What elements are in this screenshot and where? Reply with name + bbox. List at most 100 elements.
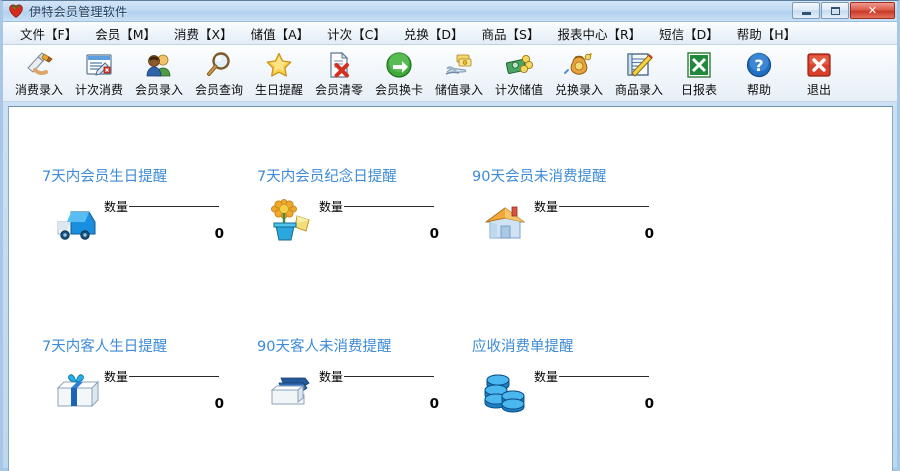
- reminder-panel-member-inactive-90d[interactable]: 90天会员未消费提醒 数量 0: [472, 165, 687, 335]
- panel-field-value: 0: [644, 396, 654, 412]
- toolbar-label: 储值录入: [434, 83, 483, 97]
- menu-report-center[interactable]: 报表中心【R】: [557, 26, 642, 42]
- menu-member[interactable]: 会员【M】: [95, 26, 156, 42]
- toolbar-button-goods-entry[interactable]: 商品录入: [609, 47, 669, 101]
- field-underline: [344, 206, 435, 207]
- toolbar-button-birthday-reminder[interactable]: 生日提醒: [249, 47, 309, 101]
- toolbar-label: 会员换卡: [374, 83, 423, 97]
- reminder-panel-grid: 7天内会员生日提醒: [9, 107, 892, 471]
- title-bar: 伊特会员管理软件 ✕: [3, 1, 897, 22]
- flower-pot-icon: [267, 198, 313, 244]
- menu-bar: 文件【F】 会员【M】 消费【X】 储值【A】 计次【C】 兑换【D】 商品【S…: [3, 22, 897, 45]
- toolbar-button-stored-value-entry[interactable]: 储值录入: [429, 47, 489, 101]
- mdi-client-area: 7天内会员生日提醒: [8, 106, 893, 471]
- toolbar-button-help[interactable]: ? 帮助: [729, 47, 789, 101]
- svg-text:?: ?: [754, 56, 763, 75]
- panel-field-label: 数量: [534, 200, 559, 214]
- money-coins-icon: [504, 50, 534, 80]
- toolbar-button-member-entry[interactable]: 会员录入: [129, 47, 189, 101]
- toolbar-label: 生日提醒: [254, 83, 303, 97]
- toolbar-label: 计次储值: [494, 83, 543, 97]
- toolbar-label: 会员查询: [194, 83, 243, 97]
- house-icon: [482, 198, 528, 244]
- field-underline: [559, 376, 650, 377]
- two-users-icon: [144, 50, 174, 80]
- gift-box-icon: [52, 368, 100, 414]
- field-underline: [344, 376, 435, 377]
- toolbar-button-daily-report[interactable]: 日报表: [669, 47, 729, 101]
- toolbar-label: 会员清零: [314, 83, 363, 97]
- menu-file[interactable]: 文件【F】: [20, 26, 78, 42]
- coin-stack-icon: [482, 368, 528, 414]
- toolbar-label: 帮助: [746, 83, 771, 97]
- panel-title: 应收消费单提醒: [472, 339, 574, 355]
- panel-field-value: 0: [214, 396, 224, 412]
- panel-title: 7天内会员纪念日提醒: [257, 169, 397, 185]
- money-hand-icon: [444, 50, 474, 80]
- toolbar-label: 日报表: [680, 83, 717, 97]
- menu-goods[interactable]: 商品【S】: [481, 26, 540, 42]
- money-bag-icon: [564, 50, 594, 80]
- form-edit-icon: [84, 50, 114, 80]
- page-delete-icon: [324, 50, 354, 80]
- close-button[interactable]: ✕: [850, 2, 895, 19]
- panel-field-value: 0: [429, 396, 439, 412]
- panel-field-label: 数量: [319, 370, 344, 384]
- menu-count[interactable]: 计次【C】: [327, 26, 386, 42]
- menu-exchange[interactable]: 兑换【D】: [403, 26, 464, 42]
- panel-title: 90天客人未消费提醒: [257, 339, 392, 355]
- toolbar-button-member-card-change[interactable]: 会员换卡: [369, 47, 429, 101]
- panel-title: 7天内客人生日提醒: [42, 339, 168, 355]
- reminder-panel-receivable-orders[interactable]: 应收消费单提醒: [472, 335, 687, 471]
- reminder-panel-guest-inactive-90d[interactable]: 90天客人未消费提醒 数量 0: [257, 335, 472, 471]
- reminder-panel-member-anniversary-7d[interactable]: 7天内会员纪念日提醒: [257, 165, 472, 335]
- menu-stored-value[interactable]: 储值【A】: [250, 26, 310, 42]
- panel-title: 90天会员未消费提醒: [472, 169, 607, 185]
- menu-help[interactable]: 帮助【H】: [736, 26, 797, 42]
- stacked-boxes-icon: [267, 368, 313, 414]
- window-title: 伊特会员管理软件: [29, 4, 128, 19]
- blue-truck-icon: [52, 198, 98, 244]
- panel-title: 7天内会员生日提醒: [42, 169, 168, 185]
- minimize-button[interactable]: [792, 2, 820, 19]
- field-underline: [129, 206, 220, 207]
- panel-field-label: 数量: [104, 370, 129, 384]
- toolbar-label: 计次消费: [74, 83, 123, 97]
- toolbar: 消费录入 计次消费: [3, 45, 897, 102]
- toolbar-button-exit[interactable]: 退出: [789, 47, 849, 101]
- panel-field-value: 0: [644, 226, 654, 242]
- reminder-panel-member-birthday-7d[interactable]: 7天内会员生日提醒: [42, 165, 257, 335]
- field-underline: [559, 206, 650, 207]
- toolbar-button-consume-entry[interactable]: 消费录入: [9, 47, 69, 101]
- toolbar-label: 兑换录入: [554, 83, 603, 97]
- heart-icon: [8, 3, 24, 19]
- panel-field-label: 数量: [104, 200, 129, 214]
- magnifier-icon: [204, 50, 234, 80]
- toolbar-button-member-query[interactable]: 会员查询: [189, 47, 249, 101]
- toolbar-label: 消费录入: [14, 83, 63, 97]
- green-arrow-right-icon: [384, 50, 414, 80]
- panel-field-label: 数量: [319, 200, 344, 214]
- window-controls: ✕: [792, 2, 895, 19]
- menu-consume[interactable]: 消费【X】: [174, 26, 233, 42]
- toolbar-button-exchange-entry[interactable]: 兑换录入: [549, 47, 609, 101]
- toolbar-label: 退出: [806, 83, 831, 97]
- reminder-panel-guest-birthday-7d[interactable]: 7天内客人生日提醒 数量 0: [42, 335, 257, 471]
- field-underline: [129, 376, 220, 377]
- excel-icon: [684, 50, 714, 80]
- pencil-paper-icon: [24, 50, 54, 80]
- question-help-icon: ?: [744, 50, 774, 80]
- red-x-exit-icon: [804, 50, 834, 80]
- panel-field-label: 数量: [534, 370, 559, 384]
- toolbar-button-count-stored-value[interactable]: 计次储值: [489, 47, 549, 101]
- star-icon: [264, 50, 294, 80]
- maximize-button[interactable]: [821, 2, 849, 19]
- panel-field-value: 0: [429, 226, 439, 242]
- panel-field-value: 0: [214, 226, 224, 242]
- toolbar-label: 会员录入: [134, 83, 183, 97]
- toolbar-button-member-reset[interactable]: 会员清零: [309, 47, 369, 101]
- notebook-pen-icon: [624, 50, 654, 80]
- toolbar-button-count-consume[interactable]: 计次消费: [69, 47, 129, 101]
- menu-sms[interactable]: 短信【D】: [659, 26, 719, 42]
